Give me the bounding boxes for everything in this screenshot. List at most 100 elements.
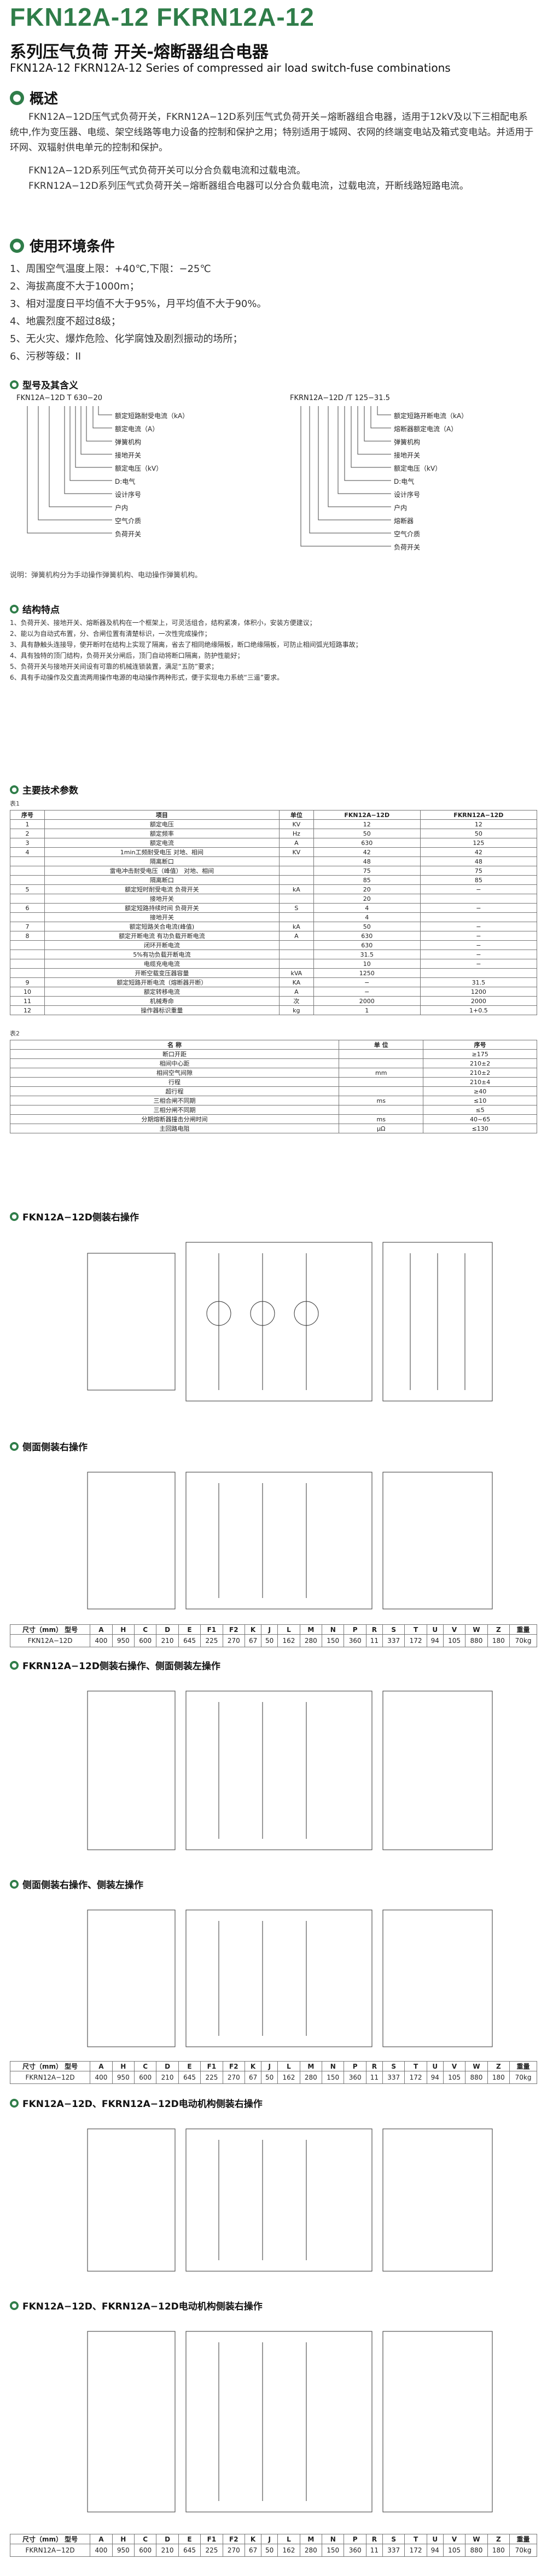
table-header-cell: 尺寸（mm） 型号 xyxy=(9,2534,91,2544)
section-6-heading: ● FKN12A−12D、FKRN12A−12D电动机构侧装右操作 xyxy=(10,2299,263,2312)
section-3-label: FKRN12A−12D侧装右操作、侧面侧装左操作 xyxy=(22,1661,220,1672)
table-cell: 6 xyxy=(10,903,45,913)
table-cell: 额定短路开断电流（熔断器开断） xyxy=(44,977,280,987)
table-header-cell: T xyxy=(404,1624,427,1635)
table-cell: 280 xyxy=(299,1634,323,1647)
table-cell: 20 xyxy=(313,884,421,894)
table-cell: 950 xyxy=(112,2071,135,2084)
table-cell xyxy=(420,968,538,978)
overview-paragraph-1: FKN12A−12D压气式负荷开关，FKRN12A−12D系列压气式负荷开关−熔… xyxy=(10,112,534,153)
table-header-cell: R xyxy=(365,1624,383,1635)
table-cell: 9 xyxy=(10,977,45,987)
params-heading: ● 主要技术参数 xyxy=(10,783,78,796)
table-cell: 11 xyxy=(10,996,45,1006)
model-right-labels: 额定短路开断电流（kA） 熔断器额定电流（A） 弹簧机构 接地开关 额定电压（k… xyxy=(394,409,468,554)
table-cell: 180 xyxy=(487,1634,510,1647)
table-cell: 94 xyxy=(426,1634,444,1647)
table-cell: 31.5 xyxy=(420,977,538,987)
table-header-cell: FKRN12A−12D xyxy=(420,810,538,820)
drawing-2 xyxy=(87,1472,493,1610)
bullet-icon: ● xyxy=(10,2098,19,2108)
model-label: 额定短路耐受电流（kA） xyxy=(115,412,189,420)
table-cell: 操作器标识重量 xyxy=(44,1005,280,1015)
table-cell: 1 xyxy=(10,819,45,829)
table-cell: 225 xyxy=(200,2544,223,2557)
section-4-heading: ● 侧面侧装右操作、侧装左操作 xyxy=(10,1877,143,1891)
table-header-cell: 单 位 xyxy=(339,1040,424,1050)
table-cell: 210 xyxy=(156,2544,179,2557)
table-header-cell: V xyxy=(443,2061,466,2071)
table-cell xyxy=(10,894,45,904)
table-cell: 50 xyxy=(261,2544,278,2557)
table-header-cell: W xyxy=(465,2534,488,2544)
table-cell: 50 xyxy=(420,829,538,838)
table-cell: 210 xyxy=(156,2071,179,2084)
structure-item: 3、具有静触头连接导，使开断时在结构上实现了隔离，省去了相同绝缘隔板，断口绝缘隔… xyxy=(10,641,362,649)
table-header-cell: R xyxy=(365,2061,383,2071)
table-cell: 630 xyxy=(313,838,421,848)
section-1-heading: ● FKN12A−12D侧装右操作 xyxy=(10,1209,139,1223)
bullet-icon: ● xyxy=(10,1442,19,1451)
table-cell xyxy=(339,1058,424,1068)
table-cell: 70kg xyxy=(509,2071,537,2084)
table-cell: 20 xyxy=(313,894,421,904)
table1-caption: 表1 xyxy=(10,800,20,807)
model-label: 额定电压（kV） xyxy=(115,465,163,472)
table-header-cell: 尺寸（mm） 型号 xyxy=(9,1624,91,1635)
table-cell: 雷电冲击耐受电压（峰值） 对地、相间 xyxy=(44,866,280,876)
table-header-cell: K xyxy=(245,1624,262,1635)
table-cell: 210±2 xyxy=(423,1068,537,1078)
section-3-heading: ● FKRN12A−12D侧装右操作、侧面侧装左操作 xyxy=(10,1658,220,1672)
table-header-cell: N xyxy=(322,1624,345,1635)
table-cell: 相间中心距 xyxy=(9,1058,340,1068)
table-header-cell: 重量 xyxy=(509,2061,537,2071)
table-cell xyxy=(10,940,45,950)
table-cell: 1200 xyxy=(420,987,538,997)
table-cell: ≤10 xyxy=(423,1096,537,1105)
table-cell: 11 xyxy=(365,1634,383,1647)
table-row: 断口开距≥175 xyxy=(9,1049,537,1059)
table-cell: KV xyxy=(278,819,314,829)
table-cell: 50 xyxy=(261,1634,278,1647)
table-header-cell: M xyxy=(299,2061,323,2071)
table-header-cell: S xyxy=(382,2061,405,2071)
table-cell: 172 xyxy=(404,2071,427,2084)
structure-item: 2、能以为自动式布置，分、合闸位置有清楚标识，一次性完成操作； xyxy=(10,630,211,638)
table-cell: 94 xyxy=(426,2071,444,2084)
table-header-cell: T xyxy=(404,2534,427,2544)
table-cell: 950 xyxy=(112,1634,135,1647)
table-header-cell: L xyxy=(277,2061,300,2071)
params-heading-label: 主要技术参数 xyxy=(22,785,78,796)
table-header-cell: D xyxy=(156,2061,179,2071)
table-cell: 分期熔断器撞击分闸时间 xyxy=(9,1114,340,1124)
bullet-icon: ● xyxy=(10,1212,19,1221)
table-header-cell: V xyxy=(443,2534,466,2544)
table-header-cell: U xyxy=(426,1624,444,1635)
page-title: FKN12A-12 FKRN12A-12 xyxy=(10,3,315,31)
structure-item: 1、负荷开关、接地开关、熔断器及机构在一个框架上，可灵活组合，结构紧凑，体积小，… xyxy=(10,619,316,627)
table-cell: 172 xyxy=(404,1634,427,1647)
table-cell: 125 xyxy=(420,838,538,848)
table-header-cell: H xyxy=(112,2061,135,2071)
model-label: 熔断器额定电流（A） xyxy=(394,425,458,433)
section-5-heading: ● FKN12A−12D、FKRN12A−12D电动机构侧装右操作 xyxy=(10,2096,263,2110)
table-header-cell: V xyxy=(443,1624,466,1635)
table-cell: 880 xyxy=(465,2071,488,2084)
table-cell: kVA xyxy=(278,968,314,978)
table-header-cell: M xyxy=(299,2534,323,2544)
table-cell: 4 xyxy=(313,912,421,922)
table-cell: 880 xyxy=(465,1634,488,1647)
table-cell: − xyxy=(420,931,538,941)
table-cell xyxy=(10,856,45,866)
table-cell: 75 xyxy=(420,866,538,876)
table-cell: 5 xyxy=(10,884,45,894)
